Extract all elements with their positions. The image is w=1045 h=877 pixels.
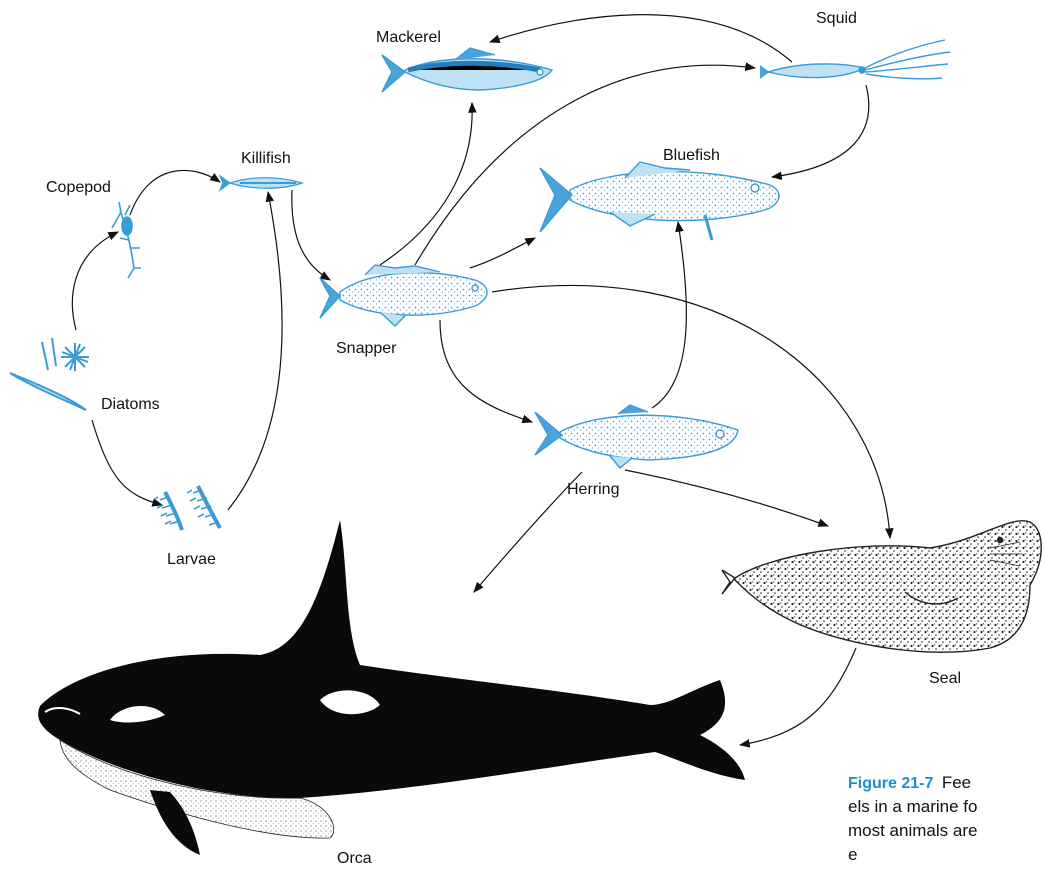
caption-text-1: Fee bbox=[942, 773, 971, 792]
herring-label: Herring bbox=[567, 481, 619, 498]
arrow-herring-to-seal bbox=[625, 470, 828, 526]
caption-line-3: most animals are bbox=[848, 821, 977, 840]
herring-icon bbox=[535, 405, 738, 468]
mackerel-label: Mackerel bbox=[376, 29, 441, 46]
copepod-label: Copepod bbox=[46, 179, 111, 196]
orca-label: Orca bbox=[337, 850, 372, 867]
orca-icon bbox=[38, 520, 745, 855]
squid-label: Squid bbox=[816, 10, 857, 27]
snapper-icon bbox=[320, 265, 487, 326]
figure-caption: Figure 21-7 Fee els in a marine fo most … bbox=[848, 773, 977, 864]
arrow-squid-to-mackerel bbox=[490, 15, 792, 62]
caption-line-4: e bbox=[848, 845, 857, 864]
caption-line-2: els in a marine fo bbox=[848, 797, 977, 816]
killifish-icon bbox=[220, 176, 302, 190]
arrow-herring-to-orca bbox=[474, 472, 582, 592]
arrow-killifish-to-snapper bbox=[292, 190, 330, 280]
arrow-snapper-to-bluefish bbox=[470, 238, 535, 268]
killifish-label: Killifish bbox=[241, 150, 291, 167]
mackerel-icon bbox=[382, 48, 552, 92]
seal-label: Seal bbox=[929, 670, 961, 687]
arrow-larvae-to-killifish bbox=[228, 192, 282, 510]
arrow-snapper-to-seal bbox=[492, 285, 890, 538]
snapper-label: Snapper bbox=[336, 340, 397, 357]
arrow-diatoms-to-copepod bbox=[72, 232, 118, 330]
copepod-icon bbox=[112, 202, 141, 278]
diatoms-label: Diatoms bbox=[101, 396, 160, 413]
figure-number: Figure 21-7 bbox=[848, 775, 933, 792]
diatom-icon bbox=[10, 338, 89, 410]
bluefish-icon bbox=[540, 162, 779, 240]
arrow-squid-to-bluefish bbox=[772, 85, 869, 177]
larvae-icon bbox=[153, 486, 220, 530]
caption-line-1: Figure 21-7 Fee bbox=[848, 773, 971, 792]
arrow-copepod-to-killifish bbox=[130, 170, 220, 215]
arrow-snapper-to-squid bbox=[415, 65, 755, 265]
arrow-diatoms-to-larvae bbox=[92, 420, 162, 505]
arrow-snapper-to-mackerel bbox=[380, 103, 472, 265]
arrow-snapper-to-herring bbox=[440, 320, 532, 422]
larvae-label: Larvae bbox=[167, 551, 216, 568]
arrow-herring-to-bluefish bbox=[652, 222, 686, 408]
bluefish-label: Bluefish bbox=[663, 147, 720, 164]
seal-icon bbox=[722, 521, 1041, 652]
arrow-seal-to-orca bbox=[740, 648, 856, 745]
feeding-arrows bbox=[72, 15, 890, 745]
